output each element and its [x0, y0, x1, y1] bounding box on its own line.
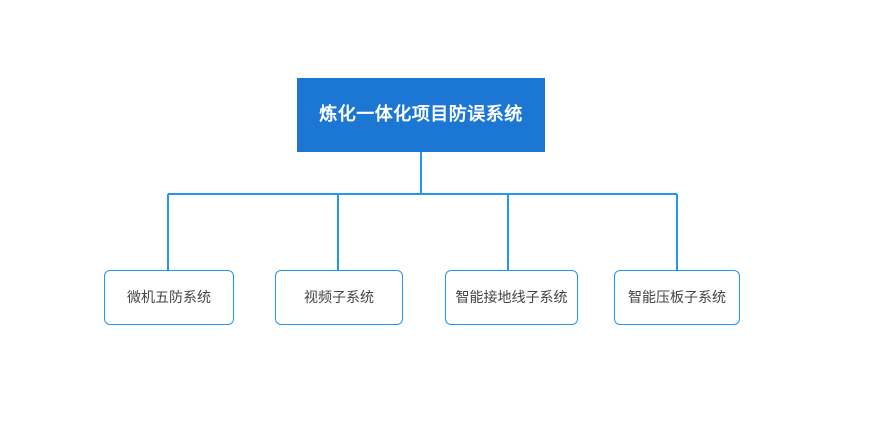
child-node-4-label: 智能压板子系统 [628, 289, 726, 306]
child-node-3[interactable]: 智能接地线子系统 [445, 270, 578, 325]
child-node-4[interactable]: 智能压板子系统 [614, 270, 740, 325]
root-node[interactable]: 炼化一体化项目防误系统 [297, 78, 545, 152]
child-node-2[interactable]: 视频子系统 [275, 270, 403, 325]
child-node-1-label: 微机五防系统 [127, 289, 211, 306]
child-node-3-label: 智能接地线子系统 [455, 289, 568, 306]
child-node-2-label: 视频子系统 [304, 289, 374, 306]
root-node-label: 炼化一体化项目防误系统 [319, 104, 523, 125]
child-node-1[interactable]: 微机五防系统 [104, 270, 234, 325]
